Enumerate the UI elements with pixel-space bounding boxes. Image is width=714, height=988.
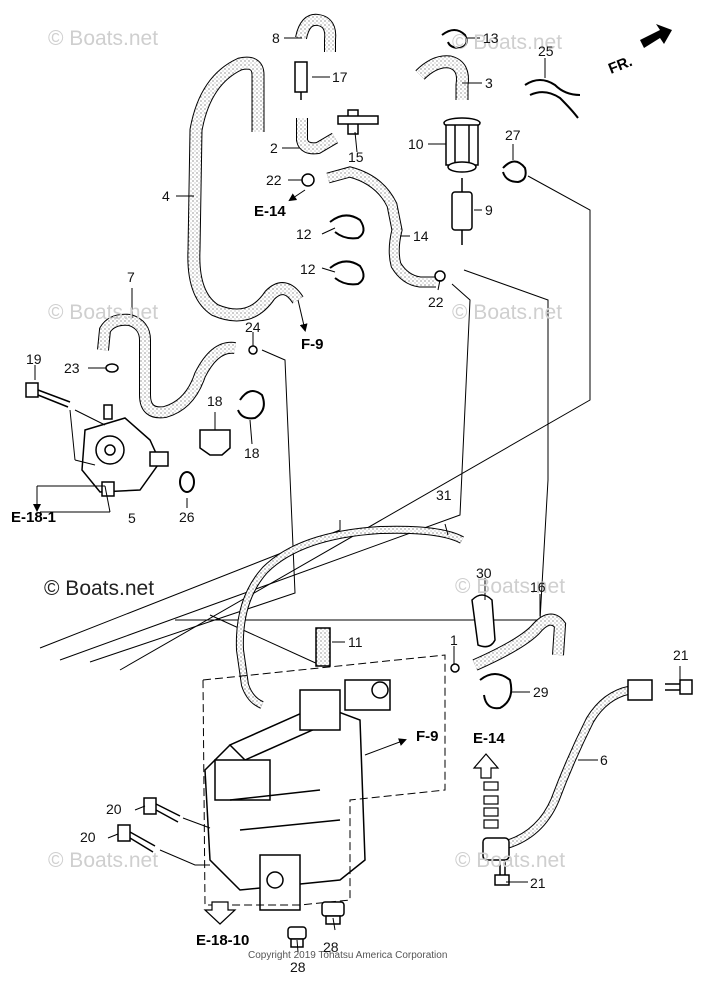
clip-24 — [248, 345, 258, 355]
clip-22-upper — [301, 173, 315, 187]
pipe-6-lower-fitting — [482, 837, 510, 861]
part-label-6: 6 — [600, 752, 608, 768]
screw-20-upper — [143, 797, 181, 823]
clip-12-upper — [329, 214, 365, 240]
clamp-25 — [524, 79, 581, 119]
part-label-27: 27 — [505, 127, 521, 143]
watermark: © Boats.net — [48, 27, 159, 50]
route-line-f — [209, 614, 321, 666]
clamp-29 — [479, 673, 513, 710]
carburetor — [204, 679, 391, 911]
part-label-13: 13 — [483, 30, 499, 46]
part-label-17: 17 — [332, 69, 348, 85]
part-label-25: 25 — [538, 43, 554, 59]
part-label-30: 30 — [476, 565, 492, 581]
fuel-filter-9 — [451, 178, 473, 245]
part-label-21-upper: 21 — [673, 647, 689, 663]
up-arrow — [472, 753, 500, 779]
part-label-29: 29 — [533, 684, 549, 700]
washer-23 — [105, 363, 119, 373]
part-label-22-upper: 22 — [266, 172, 282, 188]
part-label-14: 14 — [413, 228, 429, 244]
watermark-main: © Boats.net — [44, 577, 155, 600]
part-label-1: 1 — [450, 632, 458, 648]
clip-30 — [471, 594, 496, 648]
watermark: © Boats.net — [48, 301, 159, 324]
part-label-7: 7 — [127, 269, 135, 285]
clip-12-lower — [329, 260, 365, 286]
part-label-16: 16 — [530, 579, 546, 595]
watermark: © Boats.net — [452, 301, 563, 324]
part-label-4: 4 — [162, 188, 170, 204]
clip-13 — [441, 29, 468, 50]
part-label-24: 24 — [245, 319, 261, 335]
watermark: © Boats.net — [48, 849, 159, 872]
route-line-c — [89, 349, 296, 663]
part-label-2: 2 — [270, 140, 278, 156]
part-label-15: 15 — [348, 149, 364, 165]
part-label-21-lower: 21 — [530, 875, 546, 891]
part-label-18-upper: 18 — [207, 393, 223, 409]
part-label-20-upper: 20 — [106, 801, 122, 817]
watermark: © Boats.net — [452, 31, 563, 54]
clip-18-lower — [199, 429, 231, 456]
part-label-26: 26 — [179, 509, 195, 525]
ref-f9-top: F-9 — [301, 336, 324, 353]
part-label-20-lower: 20 — [80, 829, 96, 845]
down-arrow-e18-10 — [203, 901, 237, 925]
ref-f9-bottom: F-9 — [416, 728, 439, 745]
clip-27 — [502, 160, 527, 184]
clip-22-lower — [434, 270, 446, 282]
bolt-21-upper — [665, 679, 693, 695]
bolt-19 — [25, 382, 71, 408]
fr-arrow — [640, 24, 672, 48]
hose-11 — [315, 627, 331, 667]
part-label-10: 10 — [408, 136, 424, 152]
joint-17 — [294, 61, 308, 100]
part-label-12-lower: 12 — [300, 261, 316, 277]
part-label-12-upper: 12 — [296, 226, 312, 242]
part-label-11: 11 — [348, 634, 363, 650]
part-label-31: 31 — [436, 487, 452, 503]
clip-1 — [450, 663, 460, 673]
watermark: © Boats.net — [455, 849, 566, 872]
ref-e14-bottom: E-14 — [473, 730, 505, 747]
part-label-5: 5 — [128, 510, 136, 526]
strainer-10 — [443, 117, 481, 173]
clip-18-upper — [237, 390, 265, 420]
screw-20-lower — [117, 824, 156, 853]
fuel-pump-5 — [81, 404, 169, 497]
part-label-8: 8 — [272, 30, 280, 46]
watermark: © Boats.net — [455, 575, 566, 598]
bolt-21-lower — [494, 860, 510, 886]
part-label-19: 19 — [26, 351, 42, 367]
part-label-23: 23 — [64, 360, 80, 376]
copyright-text: Copyright 2019 Tohatsu America Corporati… — [248, 950, 448, 961]
part-label-18-lower: 18 — [244, 445, 260, 461]
part-label-28-left: 28 — [290, 959, 306, 975]
route-line-a — [39, 520, 341, 649]
ref-e14-top: E-14 — [254, 203, 286, 220]
e14-parts-stack — [483, 781, 499, 829]
pipe-6-end-fitting — [627, 679, 653, 701]
part-label-22-lower: 22 — [428, 294, 444, 310]
route-line-e — [175, 269, 549, 621]
t-joint-15 — [337, 109, 379, 135]
ref-e18-1: E-18-1 — [11, 509, 57, 526]
part-label-3: 3 — [485, 75, 493, 91]
route-line-b — [59, 283, 471, 661]
o-ring-26 — [179, 471, 195, 493]
part-label-9: 9 — [485, 202, 493, 218]
part-label-28-right: 28 — [323, 939, 339, 955]
ref-e18-10: E-18-10 — [196, 932, 250, 949]
